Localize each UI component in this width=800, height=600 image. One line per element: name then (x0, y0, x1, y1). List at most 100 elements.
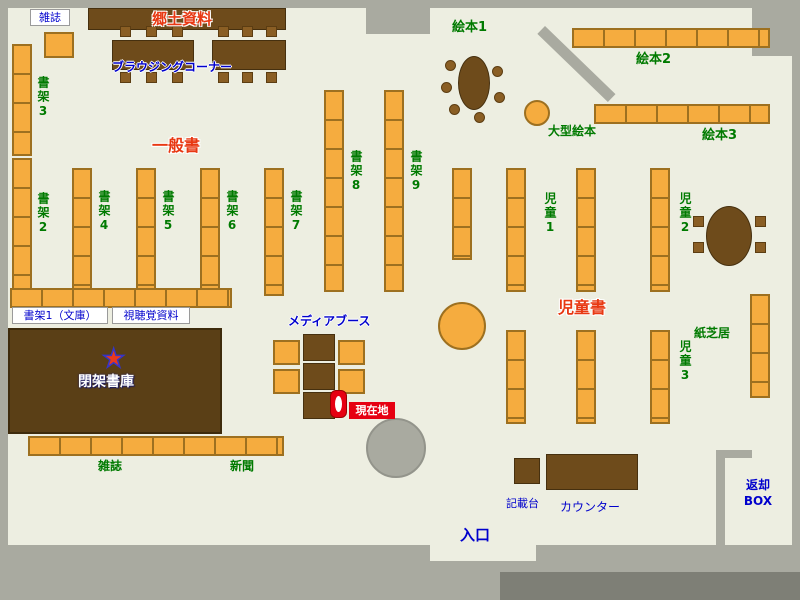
chair (146, 72, 157, 83)
label-children1: 児童1 (543, 192, 557, 236)
label-newspapers: 新聞 (230, 459, 255, 473)
label-shelf-2: 書架2 (36, 192, 50, 236)
label-media-booth: メディアブース (288, 314, 371, 328)
chair (755, 242, 766, 253)
shelf-6 (200, 168, 220, 296)
shelf-center-small (452, 168, 472, 260)
chair (441, 82, 452, 93)
chair (242, 26, 253, 37)
chair (494, 92, 505, 103)
chair (242, 72, 253, 83)
chair (146, 26, 157, 37)
writing-desk-table (514, 458, 540, 484)
chair (120, 26, 131, 37)
shelf-4 (72, 168, 92, 296)
label-shelf-3: 書架3 (36, 76, 50, 120)
browsing-table-2 (212, 40, 286, 70)
chair (693, 242, 704, 253)
chair (445, 60, 456, 71)
media-booth-seat (338, 340, 365, 365)
label-local-materials: 郷土資料 (152, 10, 213, 28)
children-lower-shelf-b (576, 330, 596, 424)
chair (449, 104, 460, 115)
label-children2: 児童2 (678, 192, 692, 236)
label-return-box-line1: 返却 (745, 478, 770, 492)
pillar-round (366, 418, 426, 478)
label-shelf-7: 書架7 (289, 190, 303, 234)
media-booth-seat (273, 340, 300, 365)
closed-stacks-room (8, 328, 222, 434)
label-children3: 児童3 (678, 340, 692, 384)
label-writing-desk: 記載台 (506, 497, 539, 510)
children2-table (706, 206, 752, 266)
large-picture-books-bin (524, 100, 550, 126)
chair (172, 72, 183, 83)
outer-walkway (500, 572, 800, 600)
picture-books2-shelf (572, 28, 770, 48)
media-booth-seat (273, 369, 300, 394)
magazine-newspaper-shelf (28, 436, 284, 456)
label-picture-books2: 絵本2 (636, 52, 672, 67)
marker-inner-oval (335, 396, 342, 412)
chair (172, 26, 183, 37)
label-magazines-bottom: 雑誌 (98, 459, 123, 473)
label-shelf-6: 書架6 (225, 190, 239, 234)
label-counter: カウンター (560, 500, 621, 514)
shelf-2 (12, 158, 32, 292)
counter-desk (546, 454, 638, 490)
label-return-box: 返却 BOX (726, 478, 790, 512)
label-shelf1-bunko: 書架1（文庫） (12, 307, 108, 324)
picture-books3-shelf (594, 104, 770, 124)
shelf-3 (12, 44, 32, 156)
chair (266, 72, 277, 83)
label-audiovisual: 視聴覚資料 (112, 307, 190, 324)
label-return-box-line2: BOX (743, 493, 773, 508)
current-location-marker (330, 390, 347, 418)
label-large-picture-books: 大型絵本 (548, 124, 597, 138)
children-lower-shelf-a (506, 330, 526, 424)
chair (218, 26, 229, 37)
local-materials-shelf (88, 8, 286, 30)
shelf-7 (264, 168, 284, 296)
kamishibai-shelf (750, 294, 770, 398)
media-booth-seat (338, 369, 365, 394)
children3-shelf (650, 330, 670, 424)
label-children-books: 児童書 (558, 298, 607, 317)
chair (693, 216, 704, 227)
label-kamishibai: 紙芝居 (694, 326, 731, 340)
children1-shelf-a (506, 168, 526, 292)
children2-shelf (650, 168, 670, 292)
shelf-8 (324, 90, 344, 292)
chair (266, 26, 277, 37)
pillar-top (366, 8, 430, 34)
chair (120, 72, 131, 83)
bunko-av-shelf (10, 288, 232, 308)
shelf-9 (384, 90, 404, 292)
label-magazines-top: 雑誌 (30, 9, 70, 26)
media-booth-unit (303, 363, 335, 390)
label-shelf-4: 書架4 (97, 190, 111, 234)
current-location-label: 現在地 (349, 402, 395, 419)
browsing-table-1 (112, 40, 194, 70)
label-picture-books1: 絵本1 (452, 20, 488, 35)
label-shelf-8: 書架8 (349, 150, 363, 194)
label-browsing-corner: ブラウジングコーナー (112, 60, 233, 74)
chair (492, 66, 503, 77)
shelf-magazines-top (44, 32, 74, 58)
shelf-5 (136, 168, 156, 296)
label-closed-stacks: 閉架書庫 (78, 374, 134, 390)
chair (474, 112, 485, 123)
label-shelf-5: 書架5 (161, 190, 175, 234)
label-shelf-9: 書架9 (409, 150, 423, 194)
returnbox-wall-stub (716, 450, 752, 458)
star-icon: ★ (101, 343, 126, 375)
label-general-books: 一般書 (152, 136, 201, 155)
media-booth-unit (303, 334, 335, 361)
returnbox-wall (716, 450, 725, 545)
entrance-gap (430, 545, 536, 561)
round-table (438, 302, 486, 350)
chair (755, 216, 766, 227)
label-entrance: 入口 (460, 526, 491, 544)
children1-shelf-b (576, 168, 596, 292)
